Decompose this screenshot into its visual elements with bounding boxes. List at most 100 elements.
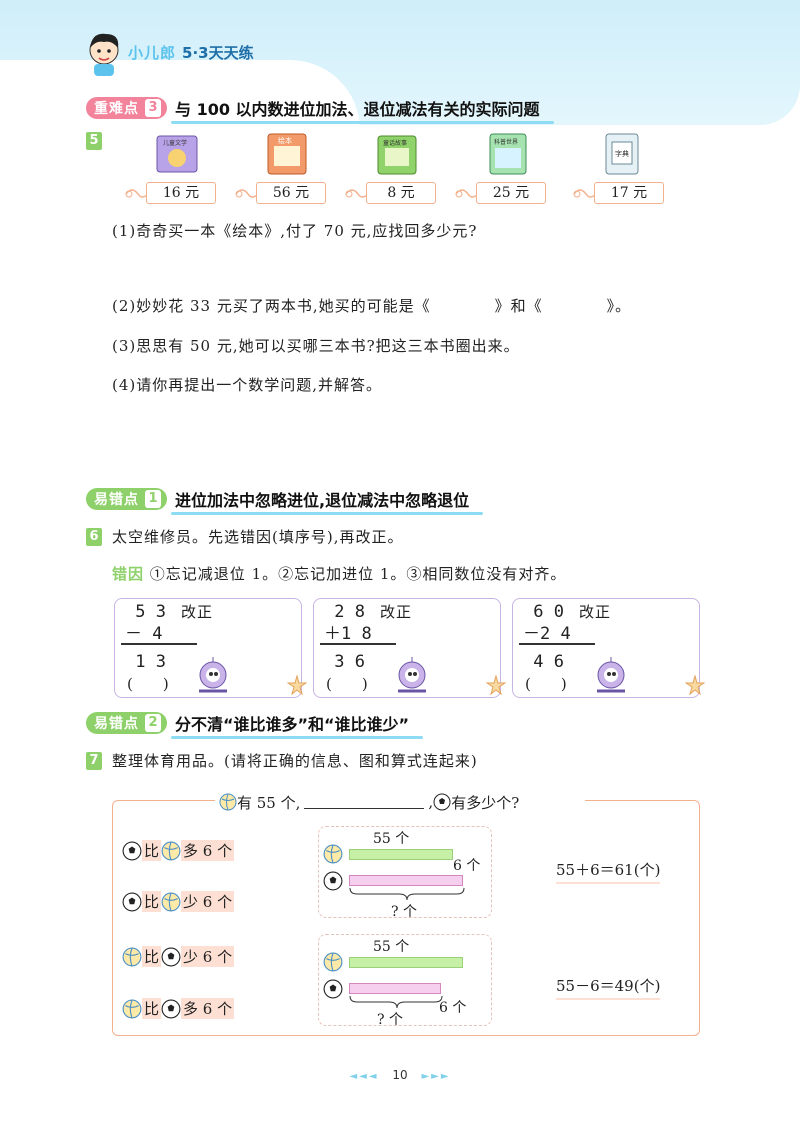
soccer-ball-icon [122,841,142,860]
statement-compare: 比 [142,946,162,967]
tag-string-icon [345,189,368,198]
price-tag: 8 元 [366,182,436,204]
soccer-ball-icon [323,871,343,891]
robot-icon [398,657,426,693]
book-science-world-icon: 科普世界 [489,133,527,175]
soccer-ball-icon [323,979,343,999]
header-text: 有 55 个, [237,793,301,812]
statement-1[interactable]: 比 多 6 个 [122,840,235,861]
fix-label: 改正 [380,603,413,621]
statement-text: 少 6 个 [181,946,235,967]
problem-card-1: 5 3 － 4 1 3 改正 ( ) [114,598,307,698]
tag-number: 2 [145,714,161,732]
answer-blank[interactable] [304,795,425,809]
diagram-bottom-label: ? 个 [391,904,417,920]
statement-4[interactable]: 比 多 6 个 [122,998,235,1019]
problem-card-2: 2 8 ＋1 8 3 6 改正 ( ) [313,598,506,698]
tag-label: 重难点 [94,101,139,117]
book-picture-book-icon: 绘本 [267,133,307,175]
header-comma: , [428,793,434,811]
error-causes: 错因 ①忘记减退位 1。②忘记加进位 1。③相同数位没有对齐。 [112,563,566,584]
statement-2[interactable]: 比 少 6 个 [122,891,235,912]
book-title: 字典 [615,149,629,158]
volleyball-bar [349,849,453,860]
answer-blank[interactable]: ( ) [326,675,368,693]
tag-string-icon [455,189,478,198]
volleyball-icon [323,844,343,864]
brand-name: 小儿郎 [128,44,177,62]
statement-compare: 比 [142,840,162,861]
section-heading-1: 重难点 3 与 100 以内数进位加法、退位减法有关的实际问题 [86,96,554,124]
diagram-bottom-label: ? 个 [377,1012,403,1028]
robot-icon [597,657,625,693]
book-title: 童话故事 [383,139,407,147]
book-fairy-tale-icon: 童话故事 [377,135,417,175]
answer-blank[interactable]: ( ) [127,675,169,693]
operand: 6 0 [523,602,564,622]
bar-diagram-2[interactable]: 55 个 6 个 ? 个 [318,934,492,1028]
statement-text: 多 6 个 [181,998,235,1019]
diagram-diff-label: 6 个 [453,858,481,874]
tag-string-icon [125,189,148,198]
sub-question-2: (2)妙妙花 33 元买了两本书,她买的可能是《 》和《 》。 [112,297,632,315]
statement-text: 少 6 个 [181,891,235,912]
volleyball-icon [323,952,343,972]
soccer-ball-icon [161,999,181,1018]
statement-compare: 比 [142,998,162,1019]
page-footer: ◄◄◄ 10 ►►► [0,1068,800,1082]
book-childrens-literature-icon: 儿童文学 [156,135,198,173]
formula-2[interactable]: 55－6＝49(个) [556,975,661,1000]
matching-header: 有 55 个, , 有多少个? [215,789,585,815]
brace-icon [349,887,465,901]
section-tag: 易错点 1 [86,488,167,510]
section-tag: 重难点 3 [86,97,167,119]
statement-3[interactable]: 比 少 6 个 [122,946,235,967]
book-dictionary-icon: 字典 [605,133,639,175]
tag-number: 1 [145,490,161,508]
prev-arrows-icon: ◄◄◄ [349,1071,379,1082]
formula-1[interactable]: 55＋6＝61(个) [556,859,661,884]
calc-line [320,643,396,645]
problem-card-3: 6 0 －2 4 4 6 改正 ( ) [512,598,705,698]
header-wave [0,60,360,130]
page-number: 10 [392,1068,408,1082]
question-text: 太空维修员。先选错因(填序号),再改正。 [112,528,404,546]
operand: 2 8 [324,602,365,622]
soccer-bar [349,983,441,994]
question-text: 整理体育用品。(请将正确的信息、图和算式连起来) [112,752,478,770]
vertical-calculation: 2 8 ＋1 8 3 6 [324,601,372,673]
operand: 5 3 [125,602,166,622]
soccer-bar [349,875,463,886]
cause-options: ①忘记减退位 1。②忘记加进位 1。③相同数位没有对齐。 [149,565,567,583]
question-number: 5 [86,132,102,150]
robot-icon [199,657,227,693]
price-tag: 56 元 [256,182,326,204]
star-icon [685,675,705,695]
vertical-calculation: 6 0 －2 4 4 6 [523,601,571,673]
section-title: 与 100 以内数进位加法、退位减法有关的实际问题 [171,96,554,124]
price-tag: 17 元 [594,182,664,204]
bar-diagram-1[interactable]: 55 个 6 个 ? 个 [318,826,492,920]
result: 4 6 [523,652,564,672]
tag-number: 3 [145,99,161,117]
diagram-top-label: 55 个 [373,939,410,955]
fix-label: 改正 [579,603,612,621]
operand: －2 4 [523,624,571,644]
soccer-ball-icon [122,892,142,911]
boy-mascot-icon [89,33,119,76]
result: 1 3 [125,652,166,672]
diagram-top-label: 55 个 [373,831,410,847]
sub-question-4: (4)请你再提出一个数学问题,并解答。 [112,376,383,394]
diagram-diff-label: 6 个 [439,1000,467,1016]
statement-compare: 比 [142,891,162,912]
fix-label: 改正 [181,603,214,621]
tag-label: 易错点 [94,492,139,508]
answer-blank[interactable]: ( ) [525,675,567,693]
brace-icon [349,995,443,1009]
header-question: 有多少个? [451,793,520,812]
section-title: 分不清“谁比谁多”和“谁比谁少” [170,711,424,739]
